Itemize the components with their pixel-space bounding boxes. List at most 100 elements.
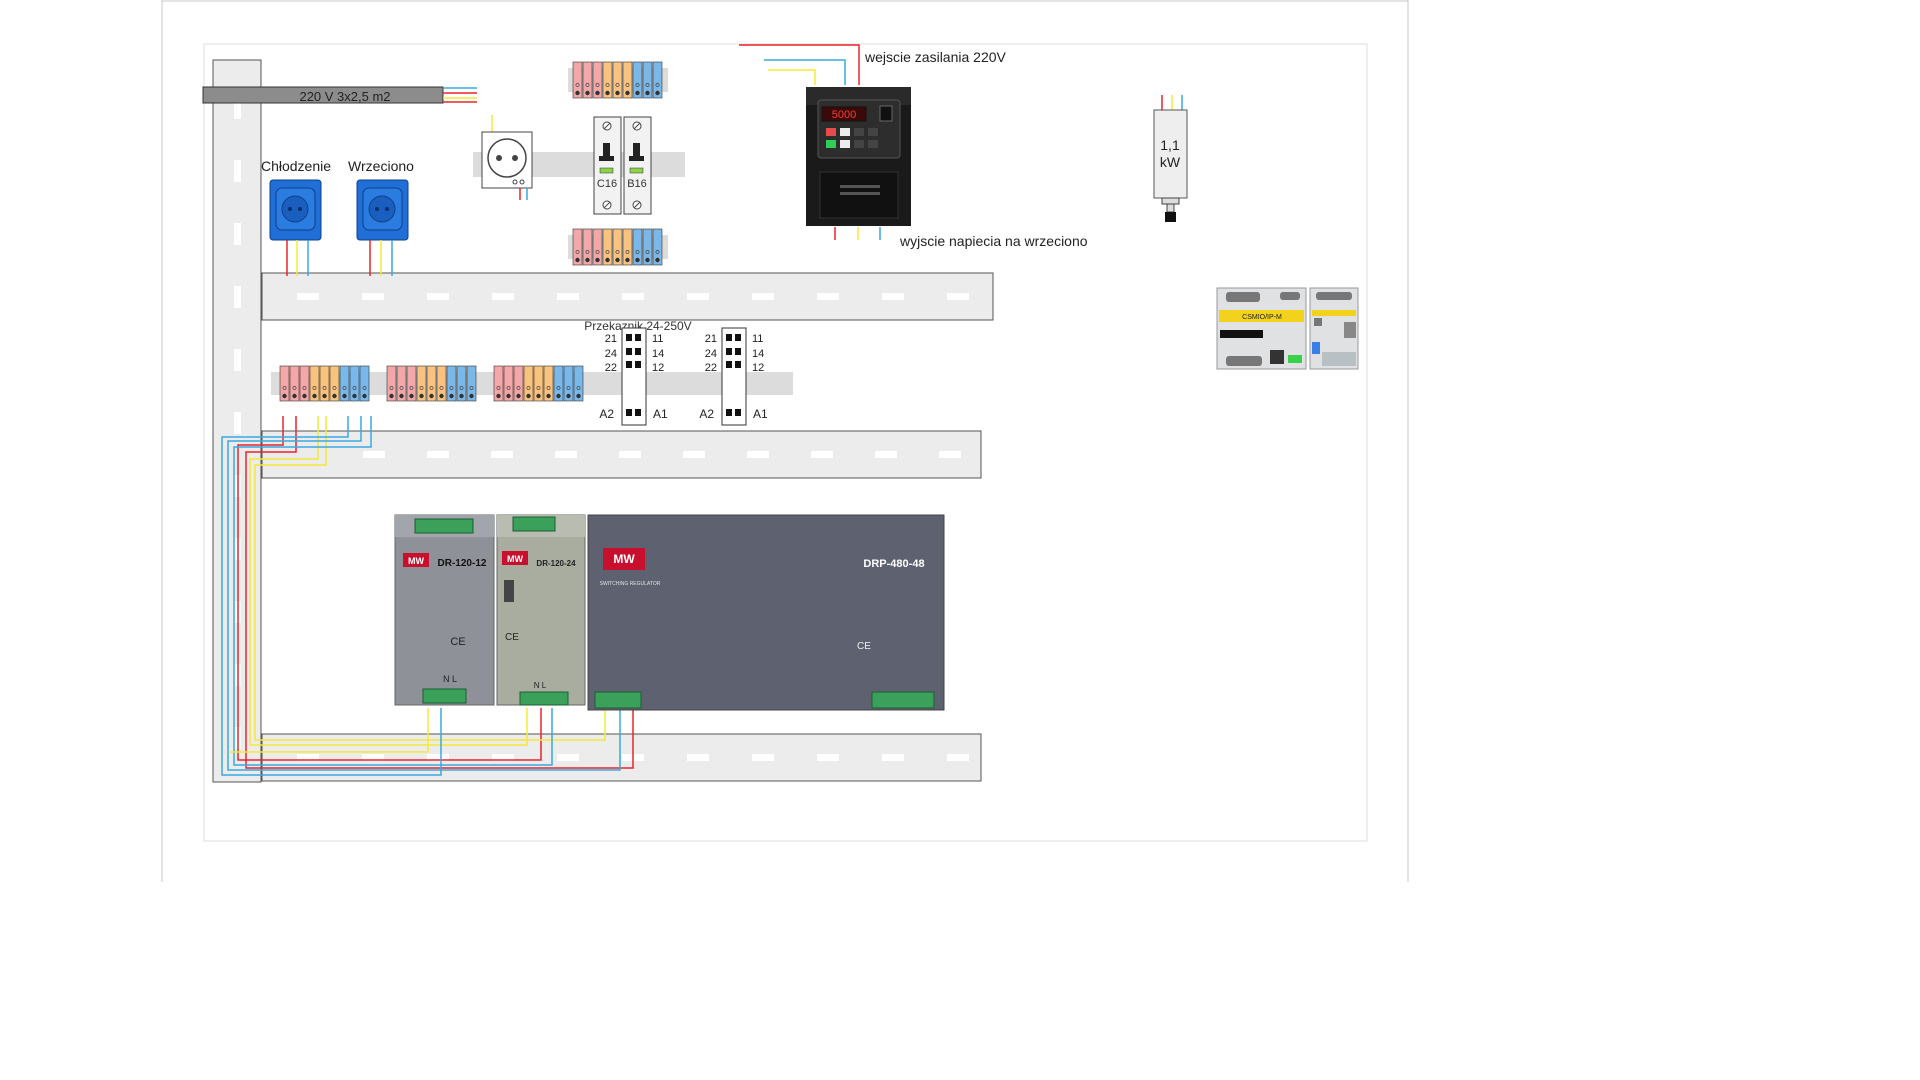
relay-a2-label: A2 bbox=[599, 407, 614, 421]
terminal-screw bbox=[362, 393, 367, 399]
duct-slot bbox=[619, 451, 641, 458]
terminal bbox=[493, 365, 504, 402]
terminal bbox=[572, 228, 583, 266]
vertical-cable-duct bbox=[212, 59, 262, 783]
breaker-c16[interactable]: C16 bbox=[593, 116, 622, 215]
duct-slot bbox=[234, 223, 241, 245]
terminal-screw bbox=[342, 393, 347, 399]
relay-pin-label: 14 bbox=[652, 348, 664, 360]
psu2-brand: MW bbox=[507, 554, 523, 564]
terminal bbox=[436, 365, 447, 402]
socket-cooling bbox=[269, 179, 322, 276]
terminal bbox=[503, 365, 514, 402]
relay-pin-label: 21 bbox=[605, 333, 617, 345]
terminal bbox=[416, 365, 427, 402]
wire-harness bbox=[221, 416, 634, 776]
terminal-screw bbox=[312, 386, 317, 390]
terminal-screw bbox=[526, 393, 531, 399]
duct-slot bbox=[557, 293, 579, 300]
terminal-screw bbox=[595, 250, 600, 254]
inverter-display: 5000 bbox=[832, 109, 856, 121]
terminal bbox=[359, 365, 370, 402]
terminal-screw bbox=[516, 393, 521, 399]
relay-coil-contact bbox=[735, 409, 741, 416]
terminal-screw bbox=[352, 393, 357, 399]
terminal-screw bbox=[459, 386, 464, 390]
socket-cooling-label: Chłodzenie bbox=[261, 158, 331, 174]
psu1-brand: MW bbox=[408, 556, 424, 566]
terminal bbox=[642, 228, 653, 266]
din-socket bbox=[481, 115, 533, 200]
terminal-screw bbox=[362, 386, 367, 390]
terminal-screw bbox=[546, 386, 551, 390]
cable-duct-upper bbox=[261, 272, 994, 321]
breaker-c16-label: C16 bbox=[597, 178, 617, 190]
relay-body bbox=[721, 327, 747, 426]
terminal-block-bottom bbox=[568, 228, 668, 266]
breaker-b16[interactable]: B16 bbox=[623, 116, 652, 215]
terminal-screw bbox=[546, 393, 551, 399]
terminal-screw bbox=[576, 386, 581, 390]
relay-a1-label: A1 bbox=[653, 407, 668, 421]
duct-slot bbox=[491, 451, 513, 458]
duct-slot bbox=[747, 451, 769, 458]
terminal-screw bbox=[419, 393, 424, 399]
terminal-screw bbox=[389, 393, 394, 399]
terminal-block-group-2 bbox=[386, 365, 477, 402]
duct-slot bbox=[297, 754, 319, 761]
terminal-screw bbox=[322, 386, 327, 390]
terminal-screw bbox=[595, 83, 600, 87]
terminal-screw bbox=[419, 386, 424, 390]
terminal-screw bbox=[449, 386, 454, 390]
duct-slot bbox=[947, 293, 969, 300]
terminal bbox=[523, 365, 534, 402]
terminal-block-group-1 bbox=[279, 365, 370, 402]
terminal-screw bbox=[645, 83, 650, 87]
terminal bbox=[319, 365, 330, 402]
relay-pin-label: 11 bbox=[752, 333, 763, 345]
terminal-screw bbox=[506, 386, 511, 390]
duct-slot bbox=[947, 754, 969, 761]
terminal-screw bbox=[302, 386, 307, 390]
terminal-screw bbox=[302, 393, 307, 399]
terminal-screw bbox=[389, 386, 394, 390]
psu1-terminals: N L bbox=[443, 674, 457, 684]
terminal-screw bbox=[595, 90, 600, 96]
socket-spindle bbox=[356, 179, 409, 276]
terminal-screw bbox=[352, 386, 357, 390]
terminal bbox=[406, 365, 417, 402]
duct-slot bbox=[492, 754, 514, 761]
spindle-output-label: wyjscie napiecia na wrzeciono bbox=[899, 233, 1088, 249]
duct-slot bbox=[557, 754, 579, 761]
duct-slot bbox=[427, 451, 449, 458]
terminal bbox=[652, 61, 663, 99]
terminal bbox=[592, 61, 603, 99]
terminal-screw bbox=[409, 393, 414, 399]
duct-slot bbox=[882, 754, 904, 761]
terminal-screw bbox=[556, 386, 561, 390]
psu3-ce: CE bbox=[857, 641, 871, 652]
terminal-screw bbox=[566, 393, 571, 399]
duct-slot bbox=[817, 754, 839, 761]
power-cable-label: 220 V 3x2,5 m2 bbox=[299, 89, 390, 104]
terminal bbox=[632, 228, 643, 266]
terminal-screw bbox=[625, 90, 630, 96]
terminal-screw bbox=[655, 250, 660, 254]
relay-pin-label: 12 bbox=[752, 362, 764, 374]
relay-pin-label: 24 bbox=[705, 348, 717, 360]
terminal-screw bbox=[605, 257, 610, 263]
relay-a2-label: A2 bbox=[699, 407, 714, 421]
terminal-screw bbox=[645, 90, 650, 96]
duct-slot bbox=[297, 293, 319, 300]
duct-slot bbox=[687, 754, 709, 761]
relay-pin-label: 22 bbox=[605, 362, 617, 374]
duct-slot bbox=[234, 160, 241, 182]
terminal bbox=[396, 365, 407, 402]
terminal-screw bbox=[575, 257, 580, 263]
terminal-screw bbox=[439, 386, 444, 390]
terminal-screw bbox=[645, 257, 650, 263]
inverter-input-wires bbox=[739, 44, 881, 240]
terminal-screw bbox=[536, 386, 541, 390]
